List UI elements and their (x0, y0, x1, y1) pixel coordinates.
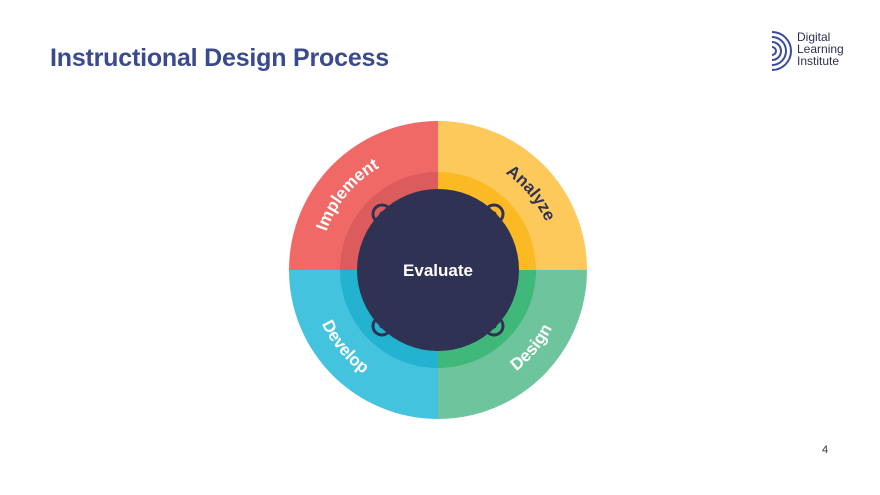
page-number: 4 (822, 444, 829, 456)
center-label: Evaluate (403, 261, 473, 280)
logo-line-3: Institute (797, 54, 840, 68)
logo-arcs-icon (771, 31, 792, 71)
center-evaluate (357, 189, 519, 351)
slide-title: Instructional Design Process (50, 44, 389, 72)
logo-line-1: Digital (797, 30, 831, 44)
logo: Digital Learning Institute (770, 28, 860, 74)
logo-line-2: Learning (797, 42, 844, 56)
addie-cycle-diagram: Evaluate Implement Analyze Develop Desig… (289, 121, 587, 419)
